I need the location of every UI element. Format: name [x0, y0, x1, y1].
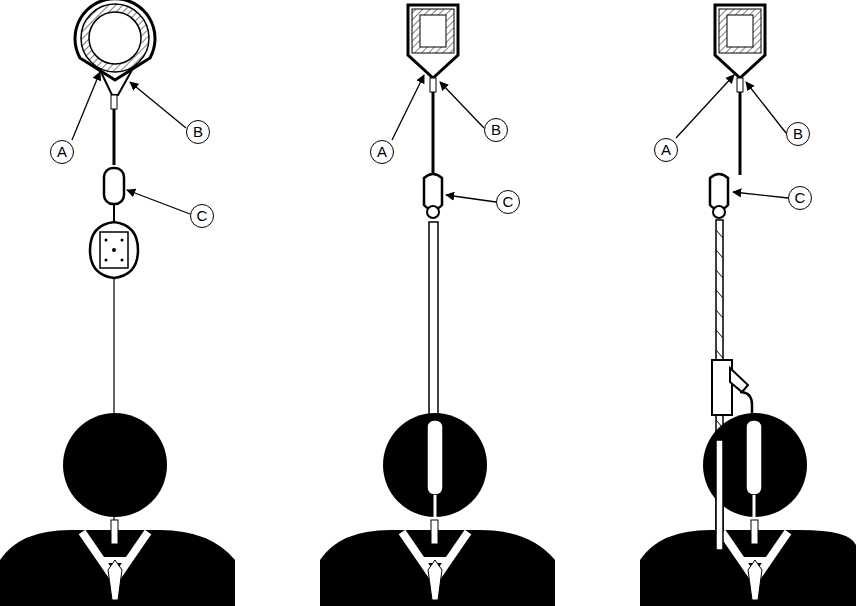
snap-hook [710, 174, 728, 218]
callout-letter: C [190, 204, 214, 228]
worker [640, 413, 856, 606]
callout-letter: B [186, 120, 210, 144]
callout-letter: C [788, 186, 812, 210]
callout-letter: A [370, 140, 394, 164]
pipe-anchor [75, 0, 155, 165]
callout-letter: A [654, 138, 678, 162]
worker [0, 413, 235, 606]
beam-anchor [408, 5, 458, 175]
lanyard [429, 222, 438, 417]
callout-letter: B [484, 118, 508, 142]
callout-letter: C [496, 190, 520, 214]
snap-hook [424, 174, 442, 218]
callout-letter: B [786, 122, 810, 146]
carabiner [104, 168, 124, 222]
beam-anchor [715, 5, 765, 175]
leader-lines [72, 72, 788, 214]
callout-letter: A [50, 140, 74, 164]
worker [320, 413, 555, 606]
